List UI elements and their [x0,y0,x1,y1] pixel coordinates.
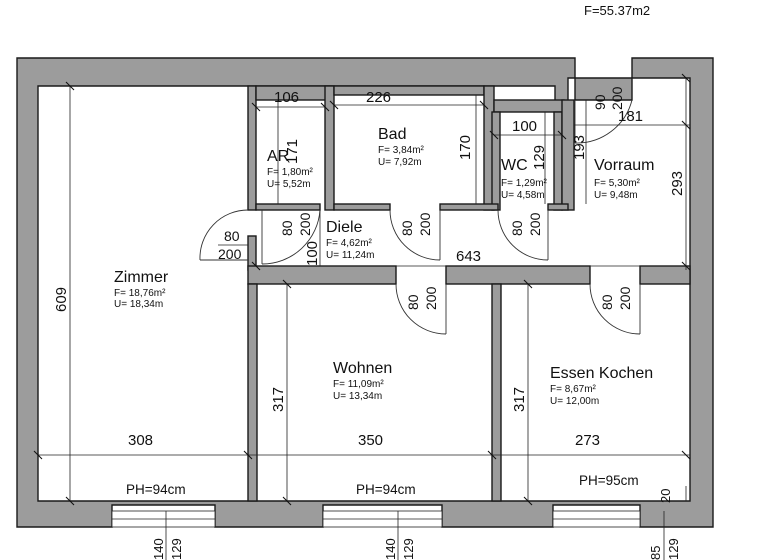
dim-317-essen: 317 [511,387,528,412]
door-bad-height: 200 [417,212,433,236]
dim-273: 273 [575,432,600,449]
dim-293: 293 [669,171,686,196]
dim-317-wohnen: 317 [270,387,287,412]
door-wohnen-width: 80 [405,294,421,310]
door-top-height: 200 [609,86,625,110]
door-wc-width: 80 [509,220,525,236]
bad-area: F= 3,84m² [378,145,425,156]
dimension-lines [33,73,691,506]
room-zimmer: Zimmer F= 18,76m² U= 18,34m [114,269,169,310]
wc-name: WC [501,157,528,174]
room-wc: WC F= 1,29m² U= 4,58m [501,157,548,201]
wohnen-area: F= 11,09m² [333,379,384,390]
dim-308: 308 [128,432,153,449]
door-bad-width: 80 [399,220,415,236]
window-2-width: 140 [383,538,398,560]
dim-193: 193 [571,135,588,160]
door-essen-width: 80 [599,294,615,310]
room-vorraum: Vorraum F= 5,30m² U= 9,48m [594,157,654,201]
door-top-width: 90 [592,94,608,110]
parapet-essen: PH=95cm [579,473,639,488]
window-1-width: 140 [151,538,166,560]
dim-350: 350 [358,432,383,449]
dim-609: 609 [53,287,70,312]
zimmer-perimeter: U= 18,34m [114,299,163,310]
door-essen-height: 200 [617,286,633,310]
interior-walls [247,85,691,502]
dimension-labels: 106 226 100 181 20 171 170 129 193 293 6… [53,89,686,503]
essen-area: F= 8,67m² [550,384,597,395]
wc-area: F= 1,29m² [501,178,548,189]
zimmer-area: F= 18,76m² [114,288,166,299]
door-ar-height: 200 [297,212,313,236]
parapet-zimmer: PH=94cm [126,482,186,497]
dim-100-vertical: 100 [304,241,321,266]
window-3-width: 85 [648,546,663,560]
zimmer-name: Zimmer [114,269,169,286]
room-wohnen: Wohnen F= 11,09m² U= 13,34m [333,360,392,402]
room-bad: Bad F= 3,84m² U= 7,92m [378,126,425,168]
diele-name: Diele [326,219,363,236]
bad-perimeter: U= 7,92m [378,157,422,168]
essen-name: Essen Kochen [550,365,653,382]
ar-area: F= 1,80m² [267,167,314,178]
parapet-wohnen: PH=94cm [356,482,416,497]
vorraum-area: F= 5,30m² [594,178,641,189]
total-area-label: F=55.37m2 [584,3,650,18]
parapet-labels: PH=94cm PH=94cm PH=95cm [126,473,639,497]
room-essen-kochen: Essen Kochen F= 8,67m² U= 12,00m [550,365,653,407]
dim-643: 643 [456,248,481,265]
door-left-width: 80 [224,228,240,244]
door-ar-width: 80 [279,220,295,236]
vorraum-name: Vorraum [594,157,654,174]
dim-171: 171 [284,139,301,164]
door-wc-height: 200 [527,212,543,236]
ar-name: AR [267,148,289,165]
window-labels: 140 129 140 129 85 129 [151,538,681,560]
window-3-height: 129 [666,538,681,560]
door-left-height: 200 [218,246,242,262]
room-diele: Diele F= 4,62m² U= 11,24m [326,219,374,261]
vorraum-perimeter: U= 9,48m [594,190,638,201]
dim-106: 106 [274,89,299,106]
windows [111,510,665,560]
diele-perimeter: U= 11,24m [326,250,374,261]
essen-perimeter: U= 12,00m [550,396,599,407]
wohnen-perimeter: U= 13,34m [333,391,382,402]
diele-area: F= 4,62m² [326,238,373,249]
door-labels: 90 200 80 200 80 200 80 200 80 200 80 20… [218,86,633,310]
dim-181: 181 [618,108,643,125]
dim-170: 170 [457,135,474,160]
wc-perimeter: U= 4,58m [501,190,545,201]
window-1-height: 129 [169,538,184,560]
dim-129: 129 [531,145,548,170]
door-wohnen-height: 200 [423,286,439,310]
dim-100: 100 [512,118,537,135]
bad-name: Bad [378,126,406,143]
dim-226: 226 [366,89,391,106]
wohnen-name: Wohnen [333,360,392,377]
doors [199,99,641,335]
ar-perimeter: U= 5,52m [267,179,311,190]
room-ar: AR F= 1,80m² U= 5,52m [267,148,314,190]
window-2-height: 129 [401,538,416,560]
dim-20-vertical: 20 [658,489,673,503]
